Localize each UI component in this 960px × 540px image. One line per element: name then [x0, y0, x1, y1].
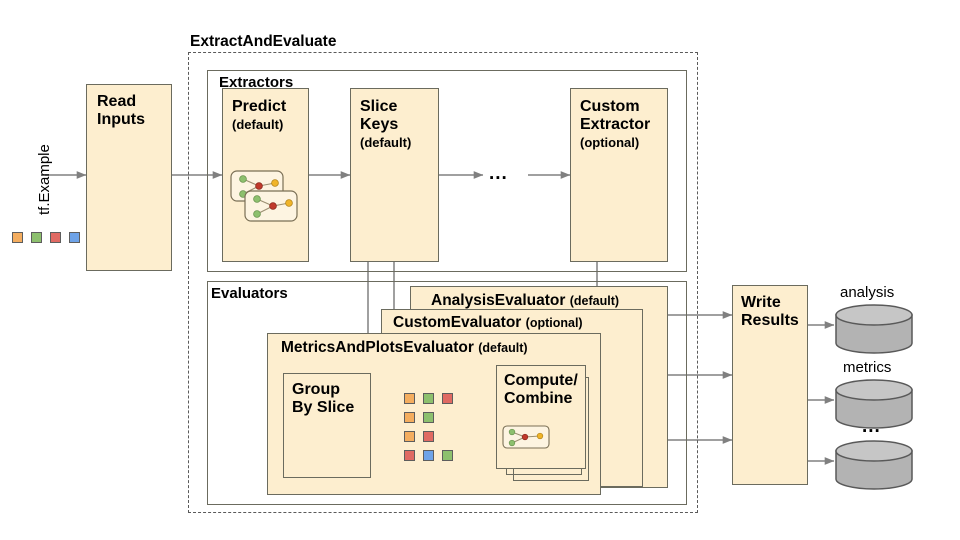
cylinder-more-icon[interactable]	[834, 440, 924, 499]
write-results-line1: Write	[741, 294, 781, 311]
write-results-box[interactable]: Write Results	[732, 285, 808, 485]
evaluators-group-label: Evaluators	[211, 285, 288, 302]
metrics-evaluator-name: MetricsAndPlotsEvaluator	[281, 339, 474, 356]
slice-square	[442, 393, 453, 404]
input-squares	[12, 232, 82, 248]
input-square-green	[31, 232, 42, 243]
slice-squares-grid	[404, 393, 464, 463]
slice-square	[404, 450, 415, 461]
predict-subtitle: (default)	[232, 116, 284, 132]
custom-extractor-title-2: Extractor	[580, 115, 651, 133]
extractors-group-label: Extractors	[219, 74, 294, 91]
group-by-slice-line2: By Slice	[292, 398, 355, 416]
slice-keys-title-1: Slice	[360, 98, 398, 115]
compute-combine-box[interactable]: Compute/ Combine	[496, 365, 586, 469]
slice-square	[442, 450, 453, 461]
extractor-box-predict[interactable]: Predict (default)	[222, 88, 309, 262]
slice-square	[404, 412, 415, 423]
input-label: tf.Example	[36, 144, 53, 215]
compute-combine-line2: Combine	[504, 389, 573, 407]
custom-evaluator-name: CustomEvaluator	[393, 314, 522, 331]
extractors-ellipsis: ...	[489, 163, 508, 184]
extractor-box-custom[interactable]: Custom Extractor (optional)	[570, 88, 668, 262]
write-results-line2: Results	[741, 311, 799, 329]
slice-keys-title-2: Keys	[360, 115, 399, 133]
group-by-slice-box[interactable]: Group By Slice	[283, 373, 371, 478]
read-inputs-box[interactable]: Read Inputs	[86, 84, 172, 271]
predict-graph-icon	[230, 170, 298, 222]
read-inputs-line2: Inputs	[97, 110, 145, 128]
compute-combine-graph-icon	[502, 425, 550, 449]
output-label-more: ...	[862, 416, 881, 437]
output-label-metrics: metrics	[843, 359, 892, 376]
output-label-analysis: analysis	[840, 284, 895, 301]
metrics-evaluator-qualifier: (default)	[478, 341, 528, 355]
group-by-slice-line1: Group	[292, 381, 340, 398]
custom-evaluator-qualifier: (optional)	[525, 316, 583, 330]
slice-square	[404, 393, 415, 404]
extract-and-evaluate-group	[188, 52, 698, 513]
extract-and-evaluate-title: ExtractAndEvaluate	[190, 33, 337, 50]
slice-square	[423, 431, 434, 442]
slice-square	[423, 393, 434, 404]
extractors-group	[207, 70, 687, 272]
input-square-red	[50, 232, 61, 243]
compute-combine-line1: Compute/	[504, 372, 578, 389]
predict-title: Predict	[232, 98, 287, 115]
analysis-evaluator-qualifier: (default)	[569, 294, 620, 308]
read-inputs-line1: Read	[97, 93, 137, 110]
analysis-evaluator-name: AnalysisEvaluator	[431, 292, 566, 309]
custom-extractor-subtitle: (optional)	[580, 134, 640, 150]
extractor-box-slice-keys[interactable]: Slice Keys (default)	[350, 88, 439, 262]
slice-square	[404, 431, 415, 442]
slice-square	[423, 412, 434, 423]
evaluators-group	[207, 281, 687, 505]
input-square-blue	[69, 232, 80, 243]
slice-keys-subtitle: (default)	[360, 134, 412, 150]
custom-extractor-title-1: Custom	[580, 98, 640, 115]
input-square-orange	[12, 232, 23, 243]
cylinder-analysis-icon[interactable]	[834, 304, 924, 363]
cylinder-metrics-icon[interactable]	[834, 379, 924, 438]
slice-square	[423, 450, 434, 461]
